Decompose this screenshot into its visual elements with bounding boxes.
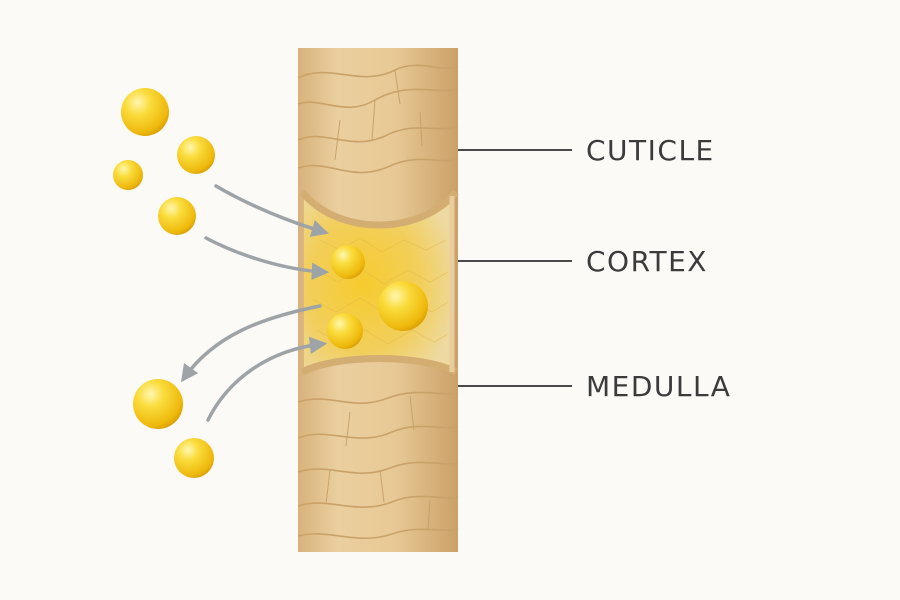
arrow-icon [214, 184, 330, 237]
oil-droplet-icon [174, 438, 214, 478]
cutaway-upper-rim [299, 189, 459, 229]
cuticle-scales-bottom [297, 391, 459, 540]
hair-shaft [297, 48, 459, 552]
flow-arrows [180, 184, 330, 422]
oil-droplets-outside [113, 88, 215, 478]
oil-droplet-icon [121, 88, 169, 136]
leader-lines [458, 149, 572, 387]
oil-droplet-icon [158, 197, 196, 235]
oil-droplet-icon [331, 245, 365, 279]
oil-droplet-icon [133, 379, 183, 429]
cutaway-lower-rim [300, 355, 458, 376]
oil-droplet-icon [378, 281, 428, 331]
cuticle-scales-top [297, 64, 459, 174]
cortex-label: CORTEX [586, 245, 708, 278]
oil-droplet-icon [327, 313, 363, 349]
oil-droplet-icon [177, 136, 215, 174]
oil-droplet-icon [113, 160, 143, 190]
arrow-icon [206, 336, 328, 422]
arrow-icon [180, 304, 322, 383]
oil-droplets-inside [327, 245, 428, 349]
arrow-icon [204, 236, 330, 281]
medulla-label: MEDULLA [586, 370, 732, 403]
cuticle-label: CUTICLE [586, 134, 715, 167]
